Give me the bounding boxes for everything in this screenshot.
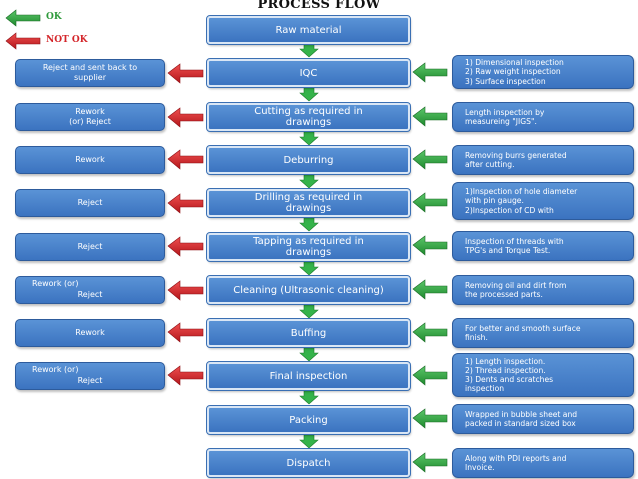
rejection-cleaning-line1: Rework (or) — [32, 279, 79, 288]
rejection-cleaning-line2: Reject — [77, 290, 103, 299]
ok-arrows — [412, 62, 448, 473]
down-arrow-icon — [299, 87, 319, 102]
down-connectors — [299, 43, 319, 449]
inspection-buffing: For better and smooth surface finish. — [452, 318, 634, 348]
not-ok-arrows — [167, 63, 204, 386]
ok-arrow-icon — [412, 235, 448, 256]
ok-arrow-icon — [412, 365, 448, 386]
page-title: PROCESS FLOW — [257, 0, 381, 12]
step-raw-material: Raw material — [206, 15, 411, 45]
step-final-inspection: Final inspection — [206, 361, 411, 391]
not-ok-arrow-icon — [167, 236, 204, 257]
down-arrow-icon — [299, 434, 319, 449]
ok-arrow-icon — [412, 192, 448, 213]
rejection-final-line2: Reject — [77, 376, 103, 385]
inspection-iqc: 1) Dimensional inspection 2) Raw weight … — [452, 55, 634, 89]
step-iqc: IQC — [206, 58, 411, 88]
legend-ok-label: OK — [46, 12, 62, 22]
not-ok-arrow-icon — [167, 322, 204, 343]
ok-arrow-icon — [412, 106, 448, 127]
rejection-deburring: Rework — [15, 146, 165, 174]
step-drilling: Drilling as required in drawings — [206, 188, 411, 218]
ok-arrow-icon — [412, 322, 448, 343]
not-ok-arrow-icon — [167, 365, 204, 386]
down-arrow-icon — [299, 217, 319, 232]
legend-not-ok-arrow-icon — [5, 32, 41, 50]
inspection-drilling: 1)Inspection of hole diameter with pin g… — [452, 182, 634, 220]
step-dispatch: Dispatch — [206, 448, 411, 478]
rejection-iqc: Reject and sent back to supplier — [15, 59, 165, 87]
step-buffing: Buffing — [206, 318, 411, 348]
inspection-cleaning: Removing oil and dirt from the processed… — [452, 275, 634, 305]
down-arrow-icon — [299, 43, 319, 58]
ok-arrow-icon — [412, 62, 448, 83]
step-cutting: Cutting as required in drawings — [206, 102, 411, 132]
down-arrow-icon — [299, 174, 319, 189]
ok-arrow-icon — [412, 452, 448, 473]
down-arrow-icon — [299, 131, 319, 146]
not-ok-arrow-icon — [167, 149, 204, 170]
not-ok-arrow-icon — [167, 63, 204, 84]
down-arrow-icon — [299, 390, 319, 405]
inspection-tapping: Inspection of threads with TPG's and Tor… — [452, 231, 634, 261]
down-arrow-icon — [299, 304, 319, 319]
step-packing: Packing — [206, 405, 411, 435]
ok-arrow-icon — [412, 149, 448, 170]
rejection-cutting: Rework (or) Reject — [15, 103, 165, 131]
rejection-final-inspection: Rework (or) Reject — [15, 362, 165, 390]
step-deburring: Deburring — [206, 145, 411, 175]
inspection-final: 1) Length inspection. 2) Thread inspecti… — [452, 353, 634, 397]
step-cleaning: Cleaning (Ultrasonic cleaning) — [206, 275, 411, 305]
rejection-drilling: Reject — [15, 189, 165, 217]
not-ok-arrow-icon — [167, 193, 204, 214]
inspection-deburring: Removing burrs generated after cutting. — [452, 145, 634, 175]
down-arrow-icon — [299, 261, 319, 276]
legend-not-ok-label: NOT OK — [46, 35, 88, 45]
down-arrow-icon — [299, 347, 319, 362]
rejection-buffing: Rework — [15, 319, 165, 347]
not-ok-arrow-icon — [167, 107, 204, 128]
rejection-final-line1: Rework (or) — [32, 365, 79, 374]
inspection-dispatch: Along with PDI reports and Invoice. — [452, 448, 634, 478]
rejection-tapping: Reject — [15, 233, 165, 261]
legend-ok-arrow-icon — [5, 9, 41, 27]
inspection-packing: Wrapped in bubble sheet and packed in st… — [452, 404, 634, 434]
inspection-cutting: Length inspection by measureing "JIGS". — [452, 102, 634, 132]
ok-arrow-icon — [412, 279, 448, 300]
rejection-cleaning: Rework (or) Reject — [15, 276, 165, 304]
ok-arrow-icon — [412, 408, 448, 429]
step-tapping: Tapping as required in drawings — [206, 232, 411, 262]
not-ok-arrow-icon — [167, 280, 204, 301]
